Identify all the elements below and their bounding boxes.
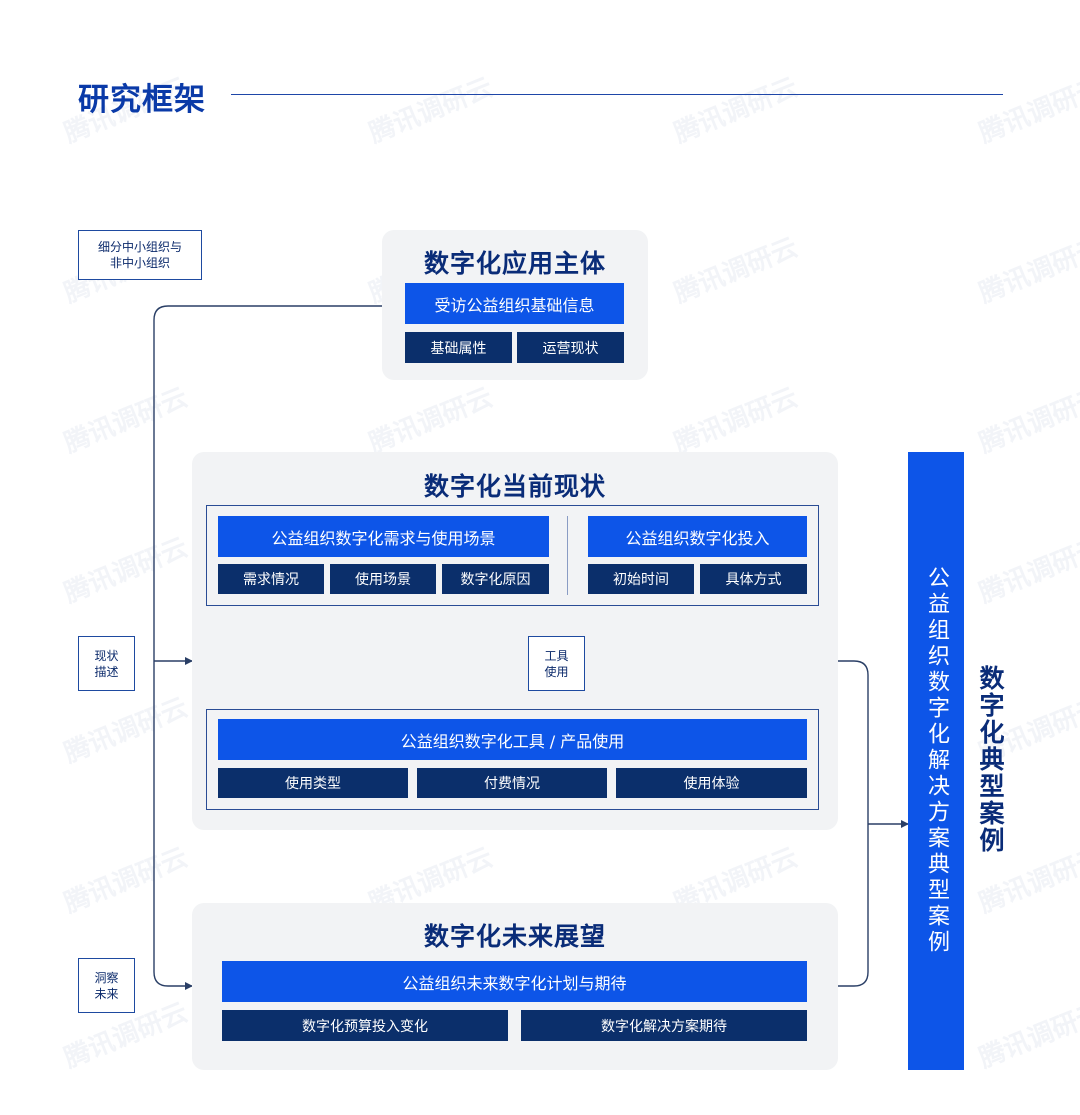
title-divider: [231, 94, 1003, 95]
insight-label: 洞察 未来: [78, 958, 135, 1013]
subject-cell-operation: 运营现状: [517, 332, 624, 363]
segment-label-text: 细分中小组织与 非中小组织: [97, 240, 182, 270]
needs-cell-demand: 需求情况: [218, 564, 324, 594]
investment-cell-method: 具体方式: [700, 564, 807, 594]
subject-main-bar: 受访公益组织基础信息: [405, 283, 624, 324]
tools-cell-type: 使用类型: [218, 768, 408, 798]
needs-cell-reason: 数字化原因: [442, 564, 549, 594]
connector-right-bracket: [838, 660, 869, 987]
subject-panel-title: 数字化应用主体: [423, 249, 606, 278]
future-bar: 公益组织未来数字化计划与期待: [222, 961, 807, 1002]
status-label-text: 现状 描述: [94, 648, 119, 679]
page-title: 研究框架: [78, 82, 206, 118]
tools-bar: 公益组织数字化工具 / 产品使用: [218, 719, 807, 760]
future-cell-solution: 数字化解决方案期待: [521, 1010, 807, 1041]
needs-investment-frame: [206, 505, 819, 606]
tool-usage-label-text: 工具 使用: [544, 648, 569, 679]
subject-cell-basic: 基础属性: [405, 332, 512, 363]
tools-cell-payment: 付费情况: [417, 768, 607, 798]
needs-cell-scenario: 使用场景: [330, 564, 436, 594]
connector-left-trunk: [153, 305, 382, 990]
tools-frame: [206, 709, 819, 810]
current-panel: [192, 452, 838, 830]
investment-bar: 公益组织数字化投入: [588, 516, 807, 557]
segment-label: 细分中小组织与 非中小组织: [78, 230, 202, 280]
future-cell-budget: 数字化预算投入变化: [222, 1010, 508, 1041]
insight-label-text: 洞察 未来: [94, 970, 119, 1001]
tool-usage-label: 工具 使用: [528, 636, 585, 691]
future-panel-title: 数字化未来展望: [423, 922, 606, 951]
investment-cell-start: 初始时间: [588, 564, 694, 594]
case-column-bar: 公益组织数字化解决方案典型案例: [908, 452, 964, 1070]
case-column-title: 数字化典型案例: [976, 665, 1005, 854]
tools-cell-experience: 使用体验: [616, 768, 807, 798]
current-panel-title: 数字化当前现状: [423, 472, 606, 501]
status-label: 现状 描述: [78, 636, 135, 691]
group-divider: [567, 516, 568, 595]
needs-bar: 公益组织数字化需求与使用场景: [218, 516, 549, 557]
